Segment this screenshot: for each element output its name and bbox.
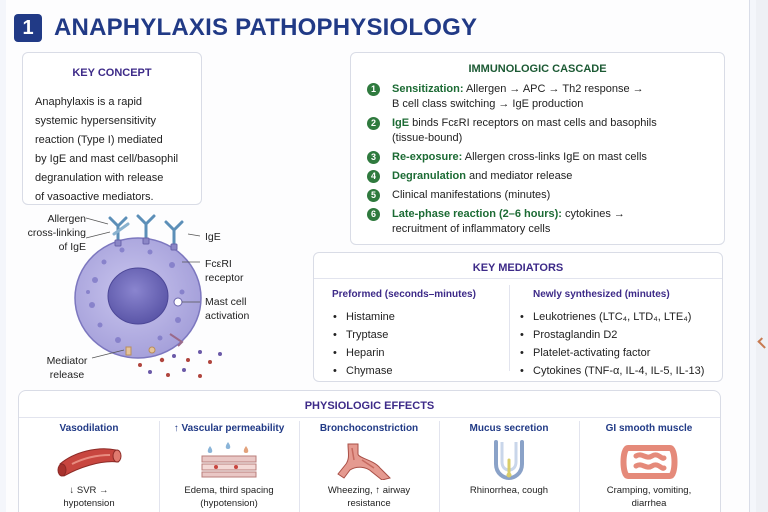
step-number: 2 <box>367 117 380 130</box>
divider <box>19 417 720 418</box>
cascade-step: 5 Clinical manifestations (minutes) <box>367 188 722 203</box>
allergen-label: Allergen cross-linking of IgE <box>27 213 86 253</box>
cell-nucleus <box>107 267 169 325</box>
cytoplasmic-granules <box>86 247 185 343</box>
step-number: 6 <box>367 208 380 221</box>
key-concept-line: degranulation with release <box>35 172 164 184</box>
step-number: 1 <box>367 83 380 96</box>
mediator-item: Histamine <box>332 308 502 326</box>
effect-vascular-permeability: ↑ Vascular permeability Edema, third spa… <box>159 421 299 510</box>
synthesized-column: Newly synthesized (minutes) Leukotrienes… <box>519 289 719 380</box>
receptor-label: FcεRI receptor <box>205 258 244 284</box>
page-title: ANAPHYLAXIS PATHOPHYSIOLOGY <box>54 14 478 41</box>
effect-gi-smooth-muscle: GI smooth muscle Cramping, vomiting, dia… <box>579 421 719 510</box>
cascade-step: 6 Late-phase reaction (2–6 hours): cytok… <box>367 207 722 237</box>
page-header: 1 ANAPHYLAXIS PATHOPHYSIOLOGY <box>14 14 477 42</box>
effects-title: PHYSIOLOGIC EFFECTS <box>304 400 435 412</box>
step-number: 4 <box>367 170 380 183</box>
immunologic-cascade-box: IMMUNOLOGIC CASCADE 1 Sensitization: All… <box>350 52 725 245</box>
cascade-title: IMMUNOLOGIC CASCADE <box>468 63 607 75</box>
effect-caption: diarrhea <box>631 498 667 509</box>
effect-vasodilation: Vasodilation ↓ SVR → hypotension <box>19 421 159 510</box>
adjacent-page-edge <box>756 0 768 512</box>
preformed-column: Preformed (seconds–minutes) Histamine Tr… <box>332 289 502 380</box>
divider <box>299 421 300 512</box>
divider <box>314 278 722 279</box>
ige-label: IgE <box>205 231 221 243</box>
key-concept-line: reaction (Type I) mediated <box>35 134 163 146</box>
divider <box>509 285 510 371</box>
cascade-step: 3 Re-exposure: Allergen cross-links IgE … <box>367 150 722 165</box>
mast-cell-activation-label: Mast cell activation <box>205 296 250 322</box>
effect-title: Bronchoconstriction <box>319 423 419 434</box>
divider <box>439 421 440 512</box>
mediators-title: KEY MEDIATORS <box>472 262 564 274</box>
key-concept-text: Anaphylaxis is a rapid systemic hypersen… <box>35 93 199 207</box>
key-concept-box: KEY CONCEPT Anaphylaxis is a rapid syste… <box>22 52 202 205</box>
key-concept-line: Anaphylaxis is a rapid <box>35 96 143 108</box>
effect-title: ↑ Vascular permeability <box>173 423 285 434</box>
effect-caption: ↓ SVR → <box>69 485 109 496</box>
intestine-icon <box>620 445 678 479</box>
effect-caption: resistance <box>347 498 391 509</box>
physiologic-effects-box: PHYSIOLOGIC EFFECTS Vasodilation ↓ SVR →… <box>18 390 721 512</box>
synthesized-title: Newly synthesized (minutes) <box>533 289 670 300</box>
effect-title: Vasodilation <box>59 423 119 434</box>
section-number-badge: 1 <box>14 14 42 42</box>
effect-caption: hypotension <box>63 498 115 509</box>
effect-caption: Cramping, vomiting, <box>606 485 692 496</box>
effect-caption: Edema, third spacing <box>184 485 274 496</box>
key-concept-line: of vasoactive mediators. <box>35 191 154 203</box>
mediator-item: Prostaglandin D2 <box>519 326 719 344</box>
effect-bronchoconstriction: Bronchoconstriction Wheezing, ↑ airway r… <box>299 421 439 510</box>
cascade-step: 2 IgE binds FcεRI receptors on mast cell… <box>367 116 722 146</box>
effect-caption: Wheezing, ↑ airway <box>327 485 411 496</box>
key-mediators-box: KEY MEDIATORS Preformed (seconds–minutes… <box>313 252 723 382</box>
leader-lines <box>85 217 201 359</box>
mediator-release-label: Mediator release <box>46 355 88 381</box>
mediator-item: Cytokines (TNF-α, IL-4, IL-5, IL-13) <box>519 362 719 380</box>
cascade-step: 4 Degranulation and mediator release <box>367 169 722 184</box>
fceri-receptors <box>114 237 178 251</box>
mediator-item: Heparin <box>332 344 502 362</box>
key-concept-line: by IgE and mast cell/basophil <box>35 153 179 165</box>
mediator-item: Chymase <box>332 362 502 380</box>
step-number: 3 <box>367 151 380 164</box>
divider <box>579 421 580 512</box>
key-concept-line: systemic hypersensitivity <box>35 115 157 127</box>
mediator-item: Platelet-activating factor <box>519 344 719 362</box>
effect-mucus-secretion: Mucus secretion Rhinorrhea, cough <box>439 421 579 497</box>
step-number: 5 <box>367 189 380 202</box>
preformed-title: Preformed (seconds–minutes) <box>332 289 476 300</box>
divider <box>159 421 160 512</box>
ige-antibodies <box>108 214 184 248</box>
key-concept-title: KEY CONCEPT <box>72 67 152 79</box>
cascade-step: 1 Sensitization: Allergen → APC → Th2 re… <box>367 82 722 112</box>
effect-title: GI smooth muscle <box>605 423 693 434</box>
released-mediator-dots <box>138 350 222 378</box>
mast-cell-diagram <box>74 214 222 378</box>
mediator-item: Leukotrienes (LTC₄, LTD₄, LTE₄) <box>519 308 719 326</box>
effect-caption: Rhinorrhea, cough <box>469 485 549 496</box>
effect-caption: (hypotension) <box>200 498 258 509</box>
blood-vessel-icon <box>57 448 122 477</box>
airway-icon <box>337 443 391 480</box>
nasal-mucus-icon <box>494 440 524 480</box>
leaky-capillary-icon <box>201 442 257 478</box>
effect-title: Mucus secretion <box>469 423 549 434</box>
mediator-item: Tryptase <box>332 326 502 344</box>
